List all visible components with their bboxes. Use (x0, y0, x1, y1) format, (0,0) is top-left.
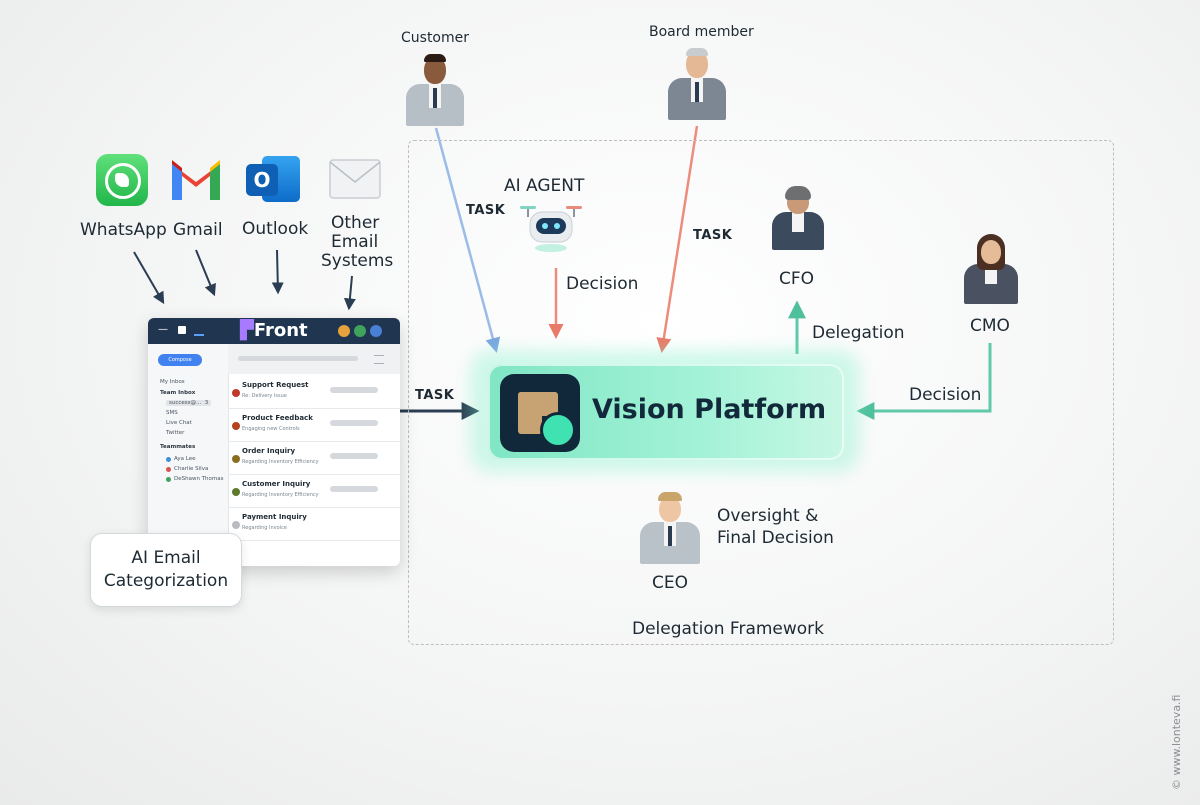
teammate-avatar (166, 457, 171, 462)
board-member-label: Board member (649, 24, 754, 40)
arrow-board-task (656, 125, 699, 353)
whatsapp-label: WhatsApp (80, 220, 167, 240)
sidebar-item-sms[interactable]: SMS (166, 410, 178, 416)
sidebar-item-team-inbox[interactable]: Team Inbox (160, 390, 196, 396)
profile-icon[interactable] (370, 325, 382, 337)
board-member-avatar (666, 48, 728, 120)
customer-label: Customer (401, 30, 470, 46)
ai-agent-label: AI AGENT (504, 176, 585, 196)
teammate-avatar (166, 467, 171, 472)
ai-email-categorization-box: AI Email Categorization (90, 533, 242, 607)
vision-platform-box[interactable]: Vision Platform (488, 364, 844, 460)
vision-platform-title: Vision Platform (592, 394, 827, 425)
task-label-board: TASK (693, 228, 733, 243)
arrow-whatsapp (133, 251, 165, 305)
decision-label-ai: Decision (566, 274, 639, 294)
menu-icon[interactable]: — (158, 324, 168, 335)
task-label-front: TASK (415, 388, 455, 403)
customer-avatar (404, 54, 466, 126)
front-titlebar: — ▛Front (148, 318, 400, 344)
delegation-framework-boundary (408, 140, 1114, 645)
email-envelope-icon (329, 159, 381, 199)
whatsapp-icon (96, 154, 148, 206)
watermark: © www.lonteva.fi (1170, 694, 1183, 791)
front-sidebar: Compose My Inbox Team Inbox success@... … (148, 344, 229, 566)
list-header (228, 344, 400, 374)
front-app-window: — ▛Front Compose My Inbox Team Inbox suc… (148, 318, 400, 566)
ceo-label: CEO (652, 573, 688, 593)
ai-agent-robot-icon (520, 206, 582, 252)
outlook-label: Outlook (242, 219, 309, 239)
arrow-outlook (271, 249, 284, 295)
other-email-label: Other Email Systems (321, 213, 394, 271)
teammate-charlie-silva[interactable]: Charlie Silva (174, 466, 209, 472)
outlook-icon: O (246, 154, 302, 206)
ceo-avatar (638, 492, 702, 564)
delegation-label: Delegation (812, 323, 905, 343)
task-label-customer: TASK (466, 203, 506, 218)
sidebar-item-live-chat[interactable]: Live Chat (166, 420, 192, 426)
list-menu-icon[interactable] (374, 355, 384, 364)
arrow-other (343, 275, 356, 311)
inbox-icon[interactable] (178, 326, 186, 334)
teammate-avatar (166, 477, 171, 482)
gmail-label: Gmail (173, 220, 223, 240)
arrow-cmo-decision (856, 343, 992, 420)
sidebar-item-my-inbox[interactable]: My Inbox (160, 379, 185, 385)
sidebar-item-success[interactable]: success@... 3 (166, 400, 212, 406)
delegation-framework-label: Delegation Framework (632, 619, 825, 639)
decision-label-cmo: Decision (909, 385, 982, 405)
compose-button[interactable]: Compose (158, 354, 202, 366)
vision-platform-logo-icon (500, 374, 580, 452)
arrow-gmail (195, 249, 216, 297)
gmail-icon (172, 160, 220, 200)
front-logo: ▛Front (240, 320, 308, 341)
cfo-label: CFO (779, 269, 815, 289)
teammate-deshawn-thomas[interactable]: DeShawn Thomas (174, 476, 224, 482)
oversight-label: Oversight & Final Decision (717, 506, 834, 548)
status-icon[interactable] (338, 325, 350, 337)
arrow-customer-task (434, 127, 501, 353)
cfo-avatar (770, 186, 826, 250)
stats-icon[interactable] (194, 328, 204, 336)
cmo-avatar (962, 234, 1020, 304)
apps-icon[interactable] (354, 325, 366, 337)
cmo-label: CMO (970, 316, 1010, 336)
sidebar-item-twitter[interactable]: Twitter (166, 430, 185, 436)
teammate-aya-lee[interactable]: Aya Lee (174, 456, 196, 462)
sidebar-item-teammates[interactable]: Teammates (160, 444, 196, 450)
